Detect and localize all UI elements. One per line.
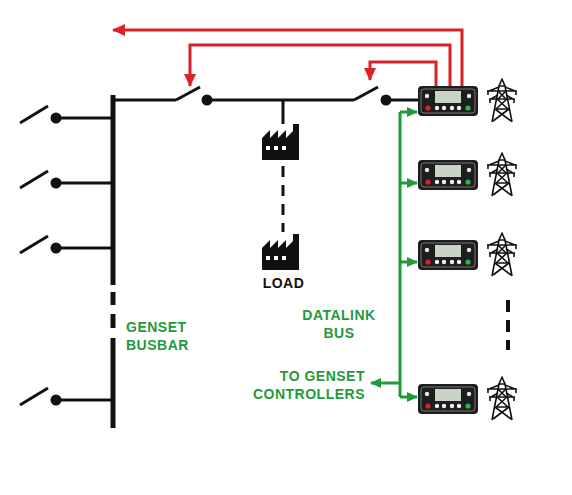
datalink-bus [371,112,417,397]
factory-icon [262,234,299,270]
controllers-label: TO GENSET CONTROLLERS [252,367,365,403]
genset-controller [418,160,478,190]
mains-pylon [487,153,517,196]
genset-controller [418,384,478,414]
load-bus [113,87,418,104]
busbar-label: GENSET BUSBAR [126,318,210,354]
breaker-control-line [113,30,462,86]
mains-pylon [487,79,517,122]
genset-controller [418,240,478,270]
continuation-dashes [506,300,510,350]
datalink-label: DATALINK BUS [288,306,390,342]
load-label: LOAD [246,274,321,292]
mains-pylon [487,377,517,420]
load-branch [282,100,285,232]
factory-icon [262,124,299,160]
genset-breaker [20,106,113,405]
genset-controller [418,86,478,116]
mains-pylon [487,233,517,276]
genset-busbar [111,95,116,428]
